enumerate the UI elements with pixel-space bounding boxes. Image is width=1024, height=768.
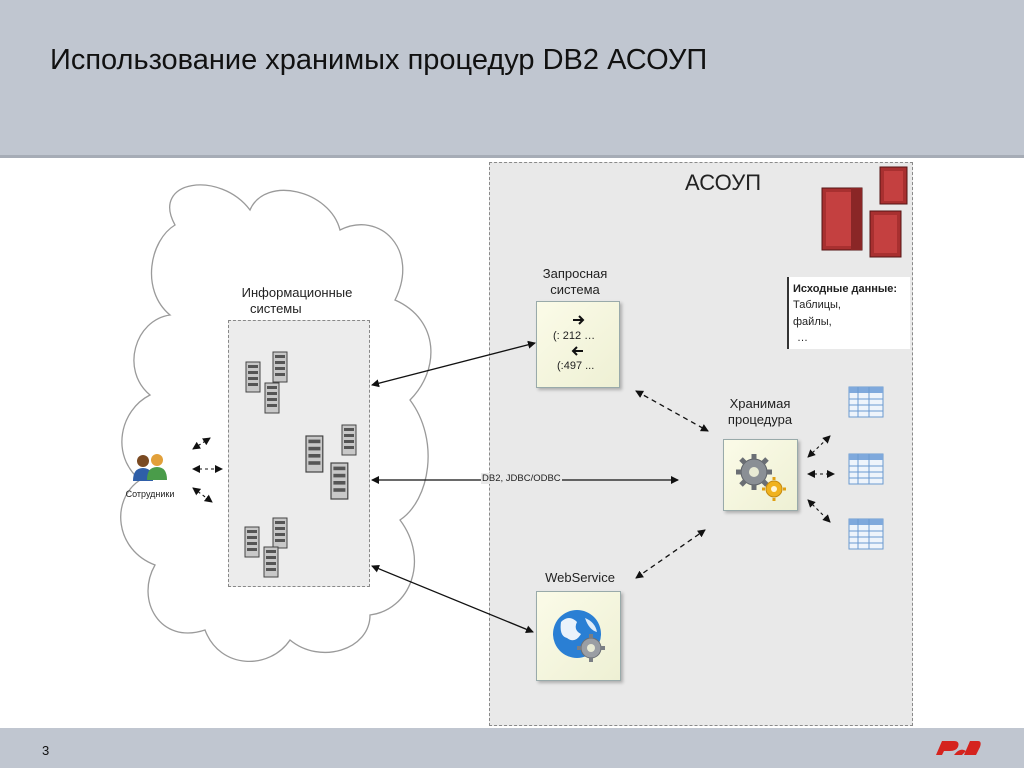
webservice-label: WebService <box>545 570 615 585</box>
arrow-procedure-table <box>807 435 831 458</box>
arrow-left-icon <box>571 346 583 356</box>
arrow-employees-info <box>192 487 213 503</box>
source-data-item: Таблицы, <box>793 299 841 311</box>
webservice-panel <box>536 591 621 681</box>
slide-footer <box>0 728 1024 768</box>
server-group-middle <box>305 424 357 500</box>
query-system-label: Запросная система <box>542 266 608 297</box>
db2-server-icon <box>821 166 908 258</box>
source-data-item: файлы, <box>793 316 832 328</box>
arrow-right-icon <box>573 315 585 325</box>
server-group-top <box>245 351 288 414</box>
query-line-1: (: 212 … <box>553 330 596 342</box>
arrow-webservice-procedure <box>635 529 706 579</box>
info-systems-label: Информационные системы <box>241 285 353 316</box>
query-system-panel: (: 212 … (:497 ... <box>536 301 620 388</box>
source-data-item: … <box>797 332 808 344</box>
connection-label: DB2, JDBC/ODBC <box>481 473 562 484</box>
table-icon <box>848 518 884 550</box>
rzd-logo <box>936 741 981 755</box>
webservice-gear-icon <box>577 634 605 662</box>
asoup-label: АСОУП <box>685 170 762 195</box>
table-icon <box>848 453 884 485</box>
server-group-bottom <box>244 517 288 578</box>
page-number: 3 <box>42 743 50 758</box>
arrow-info-query <box>371 340 536 388</box>
slide-header <box>0 0 1024 155</box>
arrow-employees-info <box>192 437 211 450</box>
source-data-title: Исходные данные: <box>793 283 898 295</box>
employees-label: Сотрудники <box>125 489 175 499</box>
arrow-info-webservice <box>371 564 534 634</box>
arrow-query-procedure <box>635 390 709 432</box>
stored-procedure-panel <box>723 439 798 511</box>
table-icon <box>848 386 884 418</box>
arrow-procedure-table <box>807 499 831 523</box>
small-gear-icon <box>762 477 786 501</box>
source-data-box: Исходные данные: Таблицы, файлы, … <box>787 277 910 349</box>
slide-title: Использование хранимых процедур DB2 АСОУ… <box>50 44 708 76</box>
header-divider <box>0 155 1024 158</box>
stored-procedure-label: Хранимая процедура <box>727 396 793 427</box>
query-line-2: (:497 ... <box>557 360 595 372</box>
gear-icon <box>736 454 772 490</box>
